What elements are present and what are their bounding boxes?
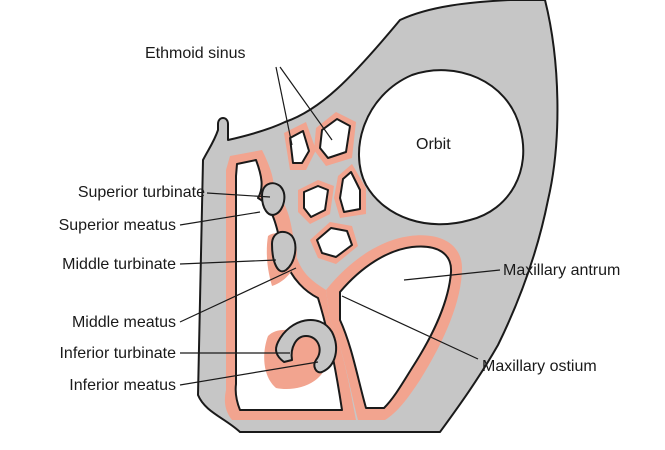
label-middle-turbinate: Middle turbinate — [62, 256, 176, 273]
label-middle-meatus: Middle meatus — [72, 314, 176, 331]
label-maxillary-antrum: Maxillary antrum — [503, 262, 620, 279]
label-maxillary-ostium: Maxillary ostium — [482, 358, 597, 375]
label-inferior-meatus: Inferior meatus — [69, 377, 176, 394]
superior-turbinate-shape — [262, 183, 284, 215]
label-orbit: Orbit — [416, 136, 451, 153]
label-inferior-turbinate: Inferior turbinate — [59, 345, 176, 362]
label-ethmoid-sinus: Ethmoid sinus — [145, 45, 246, 62]
label-superior-meatus: Superior meatus — [59, 217, 176, 234]
label-superior-turbinate: Superior turbinate — [78, 184, 205, 201]
